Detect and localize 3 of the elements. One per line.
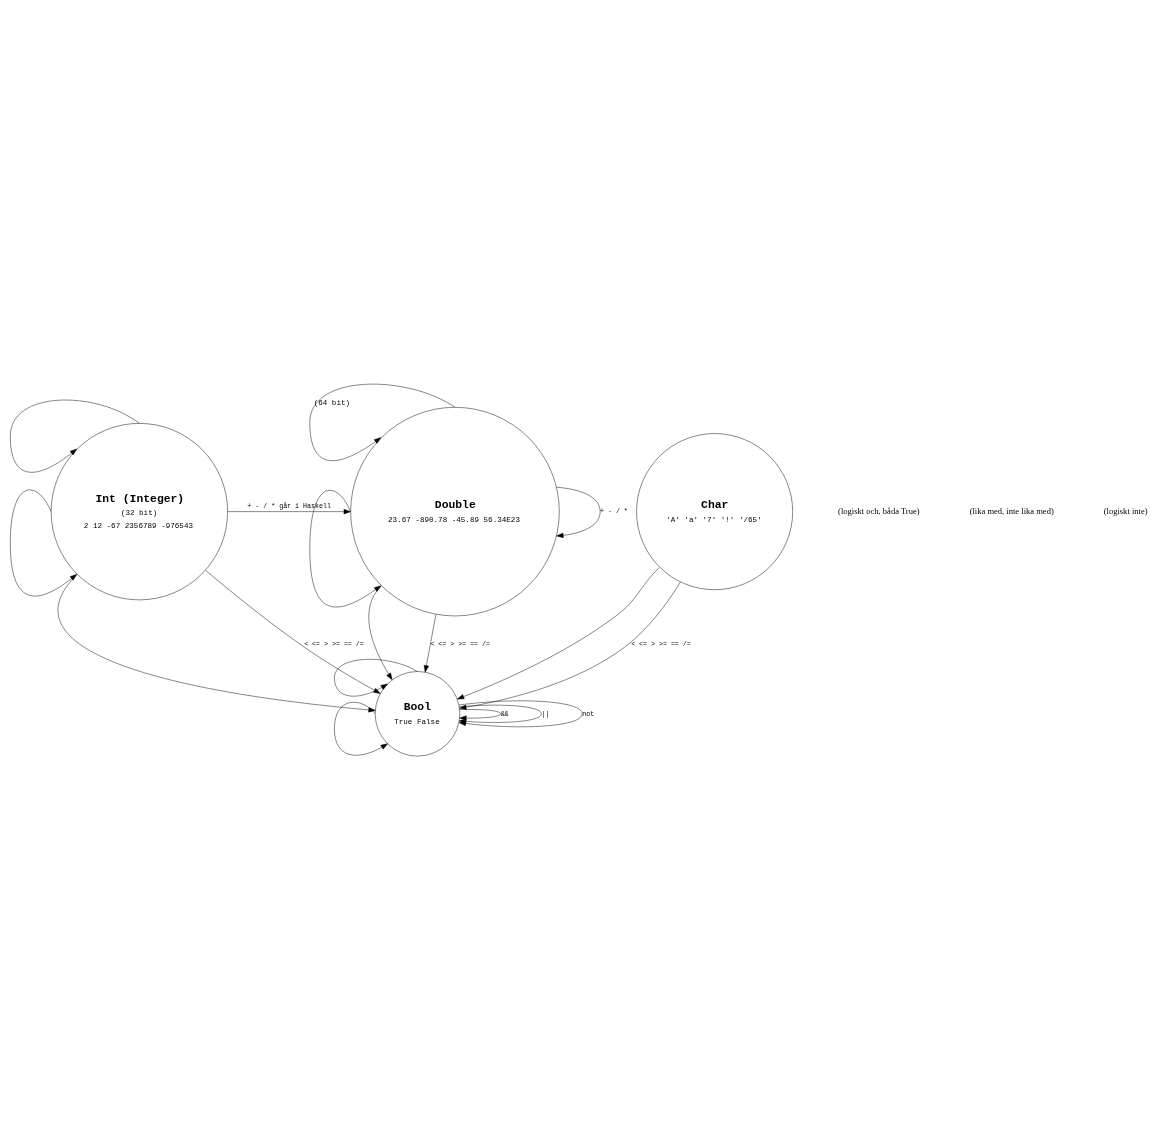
label: (logiskt och, båda True) [838, 505, 920, 516]
label: (logiskt inte) [1103, 505, 1148, 516]
label: (lika med, inte lika med) [969, 505, 1054, 516]
